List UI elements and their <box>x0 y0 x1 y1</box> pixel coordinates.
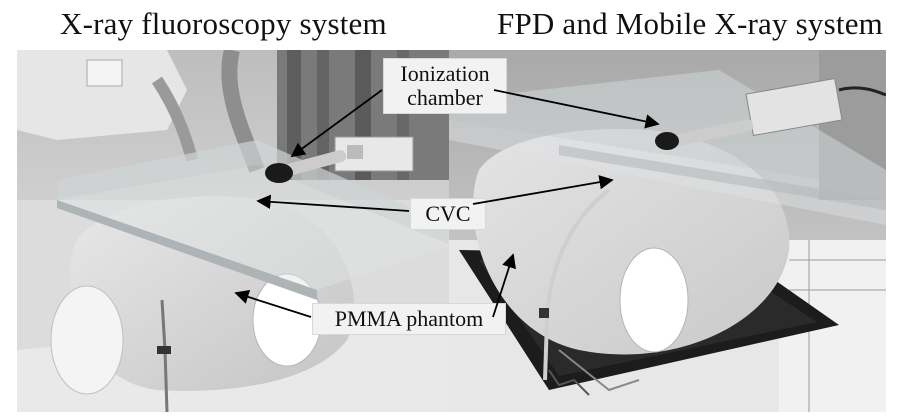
cvc-label: CVC <box>410 198 486 230</box>
fpd-mobile-photo <box>449 50 886 412</box>
pmma-phantom-label: PMMA phantom <box>312 303 506 335</box>
ionization-chamber-label-line1: Ionization <box>400 61 490 86</box>
ionization-chamber-label: Ionization chamber <box>383 58 507 114</box>
ionization-chamber-label-line2: chamber <box>407 85 483 110</box>
left-panel-title: X-ray fluoroscopy system <box>60 6 387 41</box>
right-panel-title: FPD and Mobile X-ray system <box>497 6 883 41</box>
